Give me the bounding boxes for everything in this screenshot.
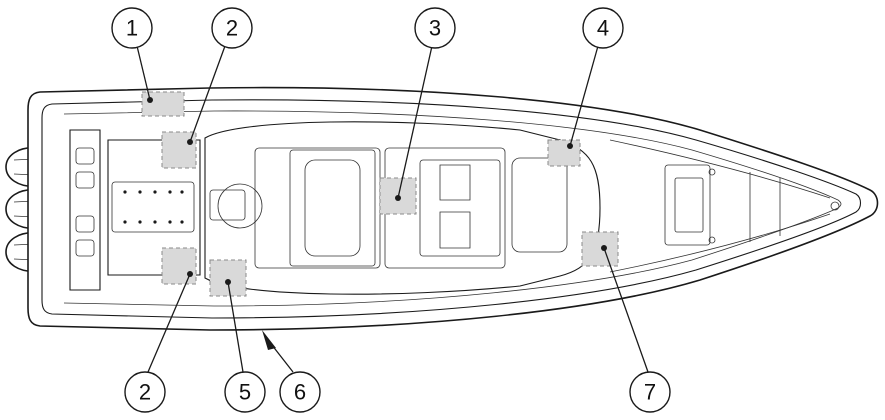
callout-3: 3	[414, 7, 456, 49]
leader-lines	[136, 45, 649, 373]
callout-1-label: 1	[126, 16, 138, 41]
callout-5: 5	[224, 371, 266, 413]
callout-7: 7	[629, 371, 671, 413]
callout-2-top: 2	[211, 7, 253, 49]
zone-7	[581, 231, 619, 267]
callout-4-label: 4	[597, 16, 609, 41]
callout-2-bottom-label: 2	[139, 380, 151, 405]
callout-7-label: 7	[644, 380, 656, 405]
zone-2-top	[161, 131, 197, 169]
zone-5	[209, 259, 247, 297]
foredeck	[609, 139, 840, 273]
highlight-zones	[141, 91, 619, 297]
callout-2-top-label: 2	[226, 16, 238, 41]
callout-3-label: 3	[429, 16, 441, 41]
callout-1: 1	[111, 7, 153, 49]
callout-6-label: 6	[294, 380, 306, 405]
callout-2-bottom: 2	[124, 371, 166, 413]
callout-5-label: 5	[239, 380, 251, 405]
cockpit	[204, 121, 601, 295]
transom	[69, 129, 101, 291]
callout-6: 6	[279, 371, 321, 413]
zone-4	[547, 139, 581, 167]
callout-4: 4	[582, 7, 624, 49]
zone-2-bottom	[161, 247, 197, 285]
